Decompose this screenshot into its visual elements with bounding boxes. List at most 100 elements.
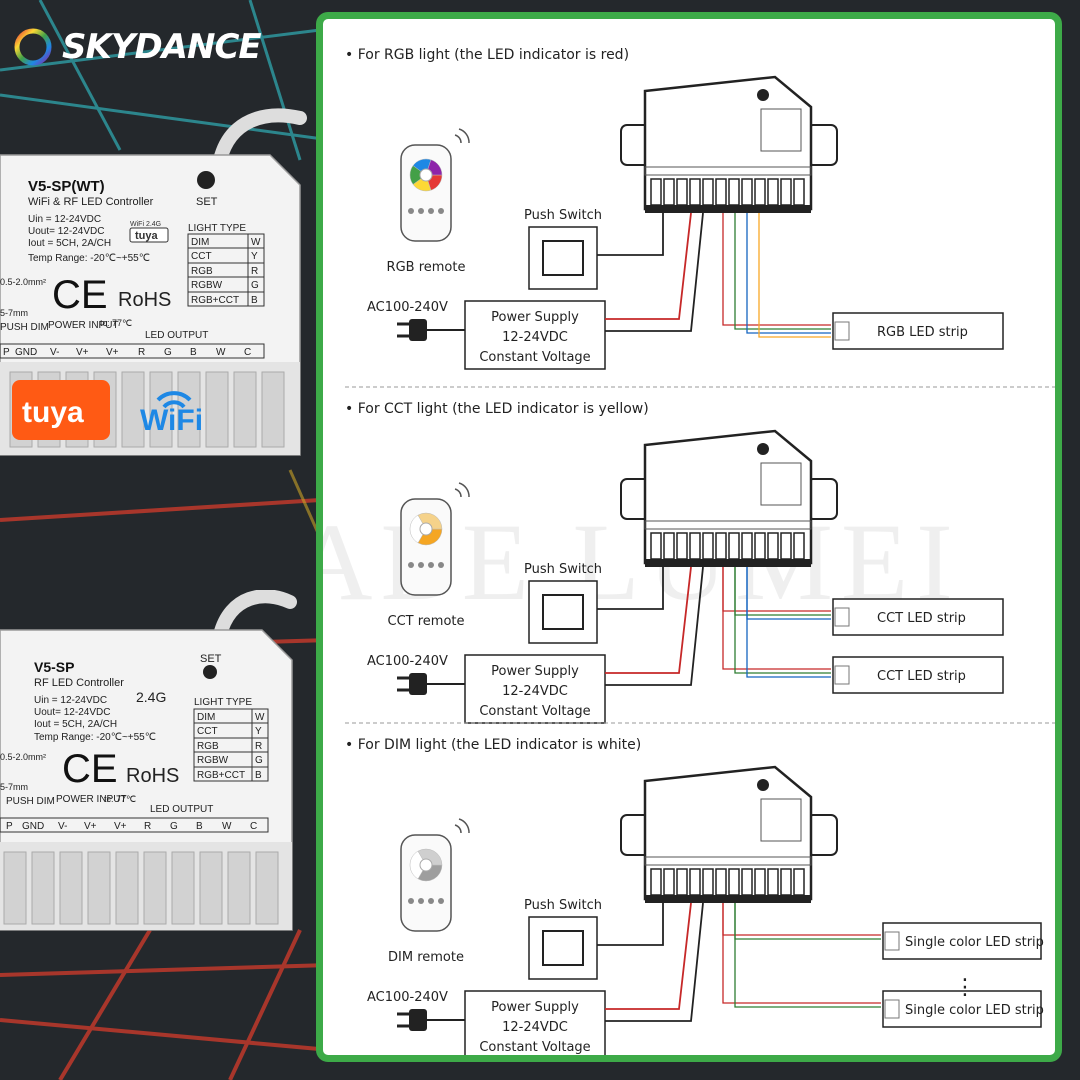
set-label: SET <box>200 653 222 665</box>
led-strip-label: Single color LED strip <box>905 1003 1044 1018</box>
wifi-icon <box>156 391 192 409</box>
terminal-labels: P GND V- V+ V+ R G B W C <box>0 817 269 833</box>
svg-text:CCT: CCT <box>197 726 218 737</box>
power-plug-icon <box>397 319 469 341</box>
svg-text:G: G <box>255 755 263 766</box>
svg-text:G: G <box>164 347 172 358</box>
svg-text:P: P <box>6 821 13 832</box>
svg-text:RGB: RGB <box>191 266 213 277</box>
wires <box>597 212 704 332</box>
tuya-badge <box>12 380 110 440</box>
svg-text:C: C <box>244 347 251 358</box>
svg-text:V+: V+ <box>76 347 89 358</box>
terminal-labels: P GND V- V+ V+ R G B W C <box>0 343 265 359</box>
wire-gauge: 0.5-2.0mm² <box>0 277 46 287</box>
svg-text:RGB: RGB <box>197 741 219 752</box>
psu-line-1: Power Supply <box>491 664 579 679</box>
svg-text:G: G <box>251 280 259 291</box>
tuya-small-logo: tuya <box>135 230 159 242</box>
push-dim-label: PUSH DIM <box>6 796 55 807</box>
power-plug-icon <box>397 1009 469 1031</box>
svg-text:CCT: CCT <box>191 251 212 262</box>
svg-text:B: B <box>190 347 197 358</box>
svg-text:B: B <box>255 770 262 781</box>
section-0: • For RGB light (the LED indicator is re… <box>345 47 1004 370</box>
psu-line-1: Power Supply <box>491 1000 579 1015</box>
svg-text:GND: GND <box>15 347 37 358</box>
svg-text:RGBW: RGBW <box>191 280 223 291</box>
svg-text:W: W <box>222 821 232 832</box>
svg-text:P: P <box>3 347 10 358</box>
psu-line-2: 12-24VDC <box>502 1020 568 1035</box>
svg-text:GND: GND <box>22 821 44 832</box>
push-switch <box>528 580 598 644</box>
svg-text:W: W <box>251 237 261 248</box>
led-strip-label: RGB LED strip <box>877 325 968 340</box>
wifi-freq: WiFi 2.4G <box>130 221 161 228</box>
brand-logo: SKYDANCE <box>12 26 262 68</box>
spec-temp: Temp Range: -20℃~+55℃ <box>34 732 156 743</box>
psu-line-2: 12-24VDC <box>502 684 568 699</box>
ellipsis-dots: ⋮ <box>954 975 976 1000</box>
controller-device-wifi: SET V5-SP(WT) WiFi & RF LED Controller U… <box>0 108 307 456</box>
led-strip-label: Single color LED strip <box>905 935 1044 950</box>
wires <box>597 566 704 686</box>
svg-text:R: R <box>138 347 145 358</box>
push-switch-label: Push Switch <box>524 208 602 223</box>
set-label: SET <box>196 196 218 208</box>
remote-label: DIM remote <box>388 950 464 965</box>
strip-length: 5-7mm <box>0 308 28 318</box>
spec-uin: Uin = 12-24VDC <box>34 695 107 706</box>
svg-text:B: B <box>196 821 203 832</box>
ac-voltage-label: AC100-240V <box>367 654 448 669</box>
wire-gauge: 0.5-2.0mm² <box>0 752 46 762</box>
psu-line-3: Constant Voltage <box>479 704 590 719</box>
svg-text:V+: V+ <box>106 347 119 358</box>
led-strip: CCT LED strip <box>832 598 1004 636</box>
model-name: V5-SP(WT) <box>28 178 105 195</box>
brand-name: SKYDANCE <box>62 27 262 67</box>
svg-text:G: G <box>170 821 178 832</box>
remote-control <box>400 818 470 932</box>
power-plug-icon <box>397 673 469 695</box>
svg-text:RGB+CCT: RGB+CCT <box>197 770 245 781</box>
wiring-diagram: • For RGB light (the LED indicator is re… <box>345 47 1055 1055</box>
svg-text:DIM: DIM <box>197 712 215 723</box>
led-output-label: LED OUTPUT <box>145 330 208 341</box>
light-type-title: LIGHT TYPE <box>188 223 246 234</box>
tc-label: tc: 77℃ <box>100 318 132 328</box>
spec-iout: Iout = 5CH, 2A/CH <box>28 238 111 249</box>
spec-uin: Uin = 12-24VDC <box>28 214 101 225</box>
spec-temp: Temp Range: -20℃~+55℃ <box>28 253 150 264</box>
power-supply: Power Supply 12-24VDC Constant Voltage <box>464 990 606 1055</box>
ac-voltage-label: AC100-240V <box>367 990 448 1005</box>
svg-text:V+: V+ <box>84 821 97 832</box>
remote-control <box>400 482 470 596</box>
svg-text:B: B <box>251 295 258 306</box>
svg-text:R: R <box>144 821 151 832</box>
freq-label: 2.4G <box>136 689 166 705</box>
psu-line-1: Power Supply <box>491 310 579 325</box>
wifi-badge-text: WiFi <box>140 404 203 437</box>
spec-uout: Uout= 12-24VDC <box>28 226 104 237</box>
svg-text:R: R <box>255 741 262 752</box>
svg-text:R: R <box>251 266 258 277</box>
rohs-mark: RoHS <box>126 765 179 787</box>
svg-text:W: W <box>255 712 265 723</box>
svg-text:V-: V- <box>50 347 59 358</box>
tc-label: tc: 77℃ <box>104 794 136 804</box>
svg-text:C: C <box>250 821 257 832</box>
led-strip: Single color LED strip <box>882 922 1044 960</box>
set-button <box>197 171 215 189</box>
psu-line-2: 12-24VDC <box>502 330 568 345</box>
svg-text:W: W <box>216 347 226 358</box>
tuya-badge-text: tuya <box>22 396 84 429</box>
psu-line-3: Constant Voltage <box>479 1040 590 1055</box>
wiring-diagram-panel: ABE LUMEI • For RGB light (the LED indic… <box>316 12 1062 1062</box>
power-input-label: POWER INPUT <box>56 794 127 805</box>
subtitle: RF LED Controller <box>34 677 124 689</box>
svg-text:RGBW: RGBW <box>197 755 229 766</box>
rohs-mark: RoHS <box>118 289 171 311</box>
svg-text:V-: V- <box>58 821 67 832</box>
